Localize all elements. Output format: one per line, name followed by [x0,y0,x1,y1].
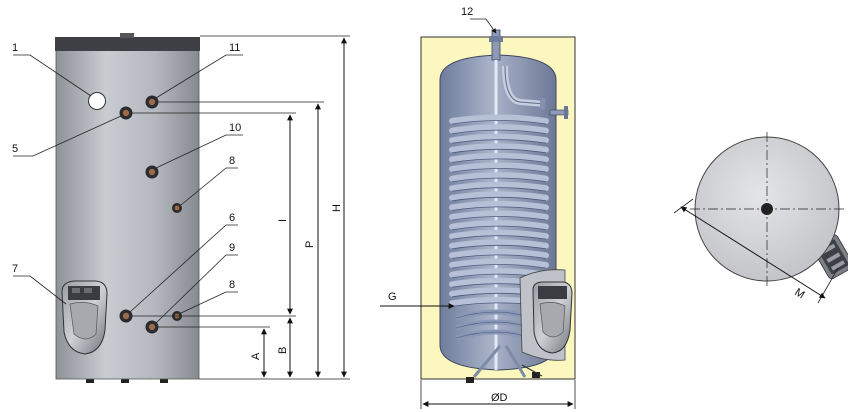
coil-turn-edge [451,129,547,134]
coil-turn [449,152,549,163]
side-view: 1 5 7 11 10 8 6 9 [12,33,350,383]
port-10 [145,165,159,179]
svg-text:8: 8 [229,279,235,291]
coil-turn [449,124,549,134]
svg-text:B: B [277,347,289,354]
svg-text:I: I [277,219,289,222]
section-view: 12 G ØD [380,6,576,409]
callout-8-lower: 8 [180,279,238,314]
callout-5: 5 [12,115,122,157]
svg-text:7: 7 [12,263,18,275]
top-view: M [673,132,848,304]
coil-turn-edge [451,244,547,250]
coil-turn-edge [451,235,547,240]
port-9 [145,320,159,334]
svg-text:6: 6 [229,212,235,224]
coil-turn-edge [451,187,547,192]
callout-9: 9 [155,242,238,324]
svg-text:ØD: ØD [491,392,508,404]
dimension-i: I [277,114,293,315]
svg-text:12: 12 [461,6,473,18]
dimension-p: P [304,103,321,378]
dimension-a: A [250,328,267,378]
coil-turn [449,191,549,201]
coil-turn [449,229,549,240]
coil-turn [449,181,549,192]
coil-turn [449,239,549,249]
callout-12: 12 [461,6,497,34]
callout-7: 7 [12,263,67,305]
svg-text:10: 10 [229,122,241,134]
port-11 [145,95,159,109]
foot [160,377,168,383]
svg-text:8: 8 [229,155,235,167]
dimension-b: B [277,317,293,378]
svg-text:P: P [304,241,316,248]
coil-turn-edge [451,120,547,125]
svg-text:1: 1 [12,42,18,54]
coil-turn-edge [451,177,547,182]
coil-turn-edge [451,168,547,173]
port-8-upper [172,203,182,213]
coil-turn [449,220,549,230]
tank-lid [55,37,200,51]
svg-text:G: G [388,291,397,303]
coil-turn [449,172,549,182]
coil-turn [449,143,549,153]
coil-turn-edge [451,139,547,144]
lid-cap [120,33,134,38]
svg-text:9: 9 [229,242,235,254]
callout-6: 6 [129,212,238,313]
coil-turn-edge [451,206,547,211]
svg-text:M: M [792,286,806,301]
svg-text:5: 5 [12,143,18,155]
top-outlet-pipe [491,29,501,61]
coil-turn-edge [451,225,547,230]
callout-1: 1 [12,42,92,97]
coil-turn-edge [451,148,547,154]
coil-turn [449,133,549,144]
anode-opening [88,92,106,110]
coil-turn [449,210,549,220]
coil-turn [449,248,549,259]
svg-text:11: 11 [229,42,240,54]
foot [121,377,129,383]
coil-turn-edge [451,254,547,259]
coil-turn [449,258,549,268]
callout-8-upper: 8 [180,155,238,206]
coil-turn [449,162,549,172]
callout-10: 10 [155,122,243,169]
dimension-h: H [331,37,347,378]
coil-turn-edge [451,158,547,163]
section-heating-housing [519,269,573,361]
svg-text:A: A [250,352,262,360]
port-6 [119,309,133,323]
foot [86,377,94,383]
coil-turn-edge [451,196,547,202]
dimension-d: ØD [420,380,576,409]
svg-text:H: H [331,204,343,212]
heating-element-housing [61,280,108,355]
coil-turn-edge [451,264,547,269]
coil-turn [449,114,549,124]
port-5 [119,106,133,120]
callout-11: 11 [155,42,243,99]
callout-g: G [380,291,455,309]
coil-turn [449,200,549,211]
coil-turn-edge [451,216,547,221]
